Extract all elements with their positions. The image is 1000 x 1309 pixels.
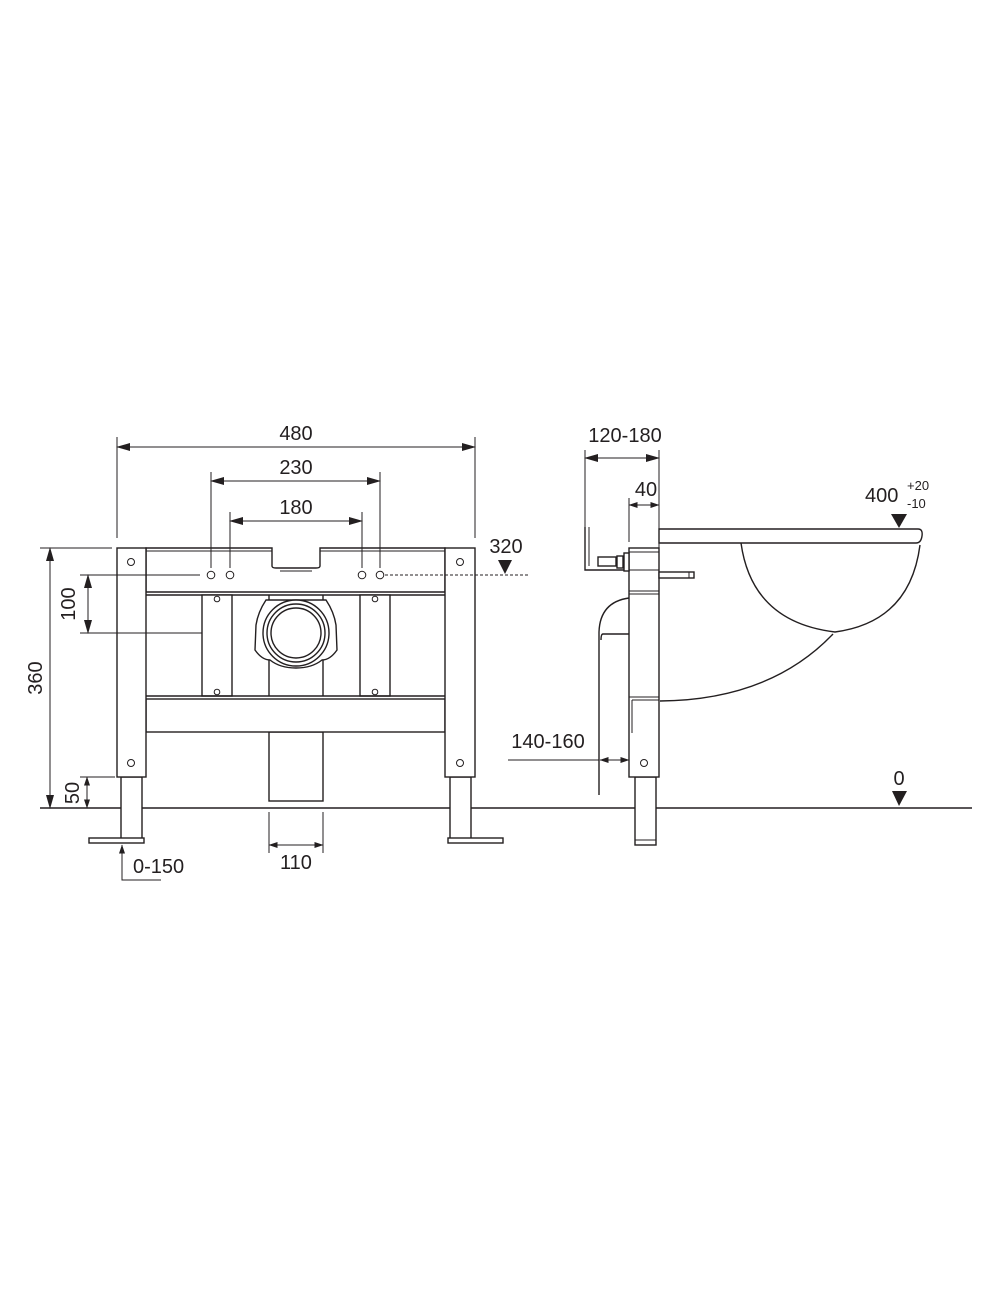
right-foot-plate [447, 837, 504, 844]
level-floor: 0 [893, 768, 904, 790]
drain-elbow-inner [600, 633, 629, 641]
foot-adjust-leader [119, 844, 161, 881]
dim-wall-depth: 120-180 [588, 425, 661, 447]
dim-inner-holes: 180 [279, 497, 312, 519]
dim-outer-holes: 230 [279, 457, 312, 479]
post-hole [456, 759, 464, 767]
left-strip [201, 594, 233, 697]
right-leg [449, 776, 472, 840]
toilet-seat [658, 528, 923, 544]
post-hole [127, 759, 135, 767]
wall-bracket [584, 527, 625, 571]
level-holes: 320 [489, 536, 522, 558]
level-seat-tol-minus: -10 [907, 496, 926, 511]
dim-overall-width: 480 [279, 423, 312, 445]
nut [616, 555, 624, 569]
mounting-rod [658, 571, 695, 579]
dim-frame-depth: 40 [635, 479, 657, 501]
top-rail [145, 547, 446, 593]
drain-pipe-lower [268, 731, 324, 802]
post-hole [456, 558, 464, 566]
side-frame-post [628, 547, 660, 778]
mounting-hole [375, 570, 385, 580]
side-view: 120-180 40 400 +20 -10 140-160 0 [508, 425, 929, 846]
front-view: 480 230 180 320 360 100 50 0-150 110 [25, 423, 528, 881]
post-hole [640, 759, 648, 767]
mounting-hole [225, 570, 235, 580]
bolt [597, 556, 617, 567]
lower-rail [145, 698, 446, 733]
strip-hole [213, 595, 221, 603]
washer [623, 552, 630, 572]
right-post [444, 547, 476, 778]
dim-leg-extension: 50 [62, 782, 84, 804]
level-marker-icon [891, 514, 907, 528]
mounting-hole [206, 570, 216, 580]
dim-hole-to-pipe: 100 [58, 587, 80, 620]
dim-pipe-diameter: 110 [280, 852, 312, 874]
left-leg [120, 776, 143, 840]
drain-elbow [598, 597, 630, 795]
dim-pipe-offset: 140-160 [511, 731, 584, 753]
right-strip [359, 594, 391, 697]
mounting-hole [357, 570, 367, 580]
left-foot-plate [88, 837, 145, 844]
level-seat: 400 [865, 485, 898, 507]
side-leg [634, 776, 657, 846]
dim-height: 360 [25, 661, 47, 694]
level-marker-icon [892, 791, 907, 806]
left-post [116, 547, 147, 778]
dim-foot-adjust: 0-150 [133, 856, 184, 878]
strip-hole [371, 688, 379, 696]
strip-hole [371, 595, 379, 603]
post-hole [127, 558, 135, 566]
level-seat-tol-plus: +20 [907, 478, 929, 493]
strip-hole [213, 688, 221, 696]
toilet-bowl [658, 528, 923, 702]
level-marker-icon [498, 560, 512, 574]
pipe-connector [254, 599, 338, 669]
